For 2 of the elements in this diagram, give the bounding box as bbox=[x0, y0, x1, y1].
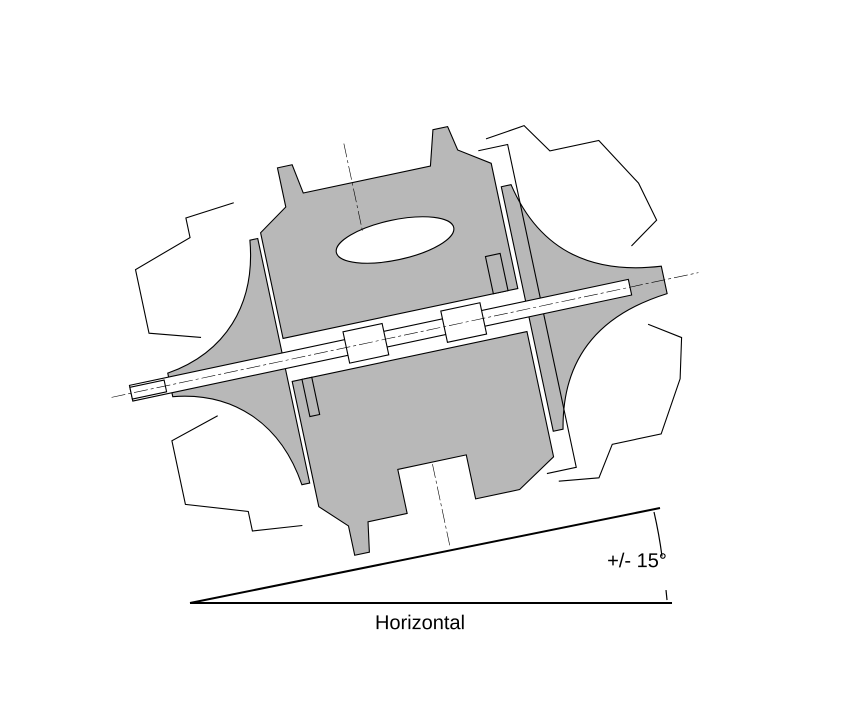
dimension-label: +/- 15° bbox=[608, 552, 666, 568]
baseline-label: Horizontal bbox=[376, 614, 464, 630]
